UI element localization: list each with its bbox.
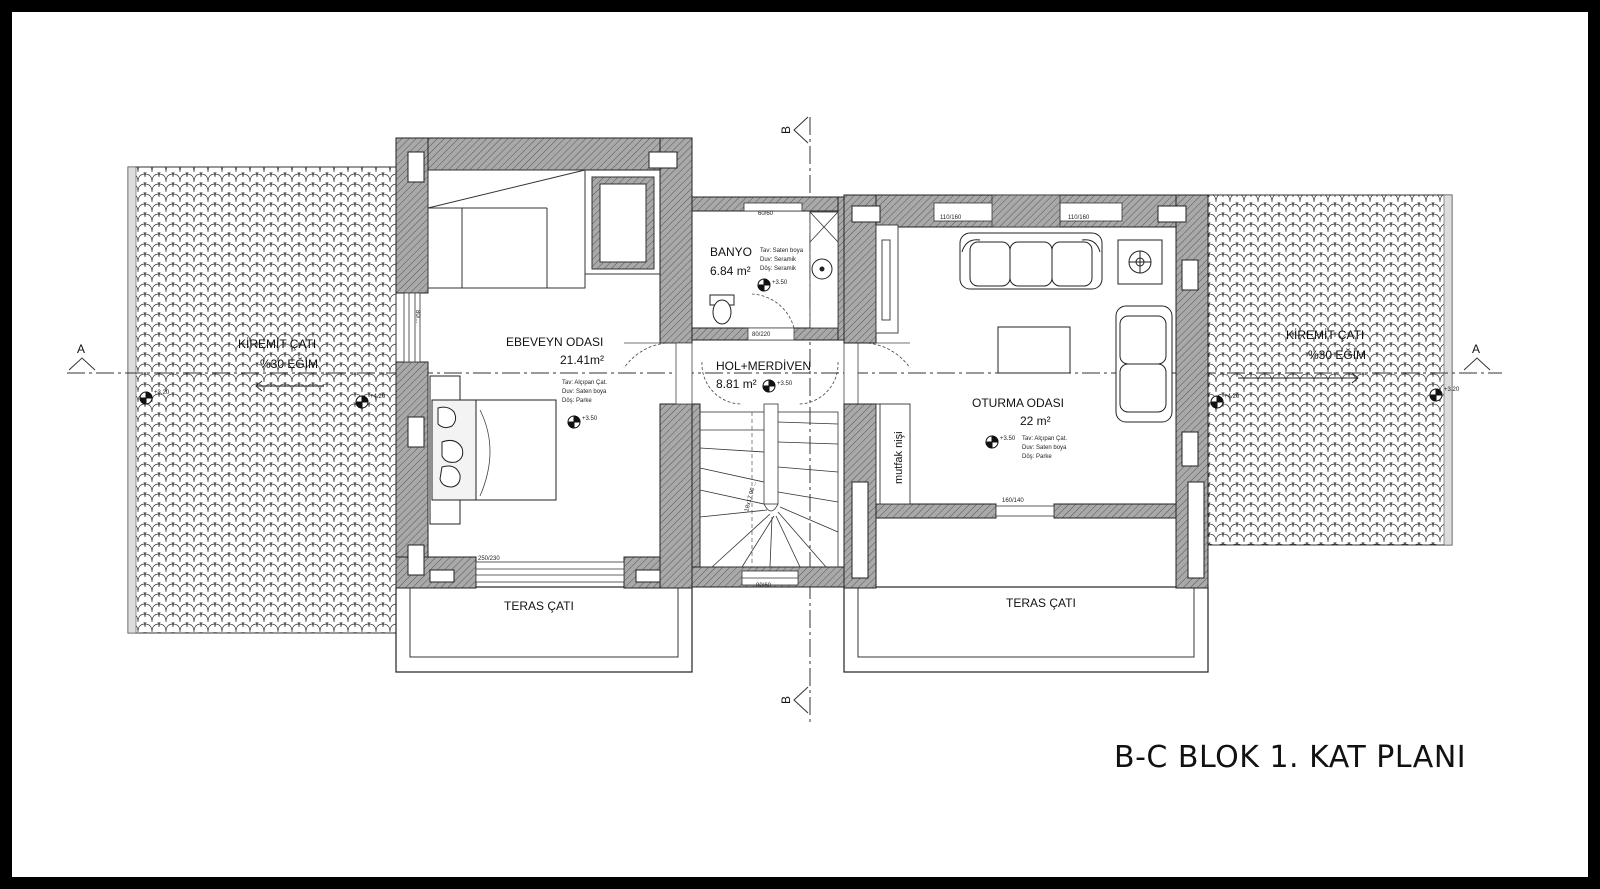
right-block-walls — [843, 194, 1209, 589]
ebeveyn-area: 21.41m² — [560, 353, 604, 367]
left-terrace-label: TERAS ÇATI — [504, 599, 574, 613]
left-block-columns — [407, 151, 678, 583]
banyo-note-3: Döş: Seramik — [760, 266, 797, 272]
ebeveyn-name: EBEVEYN ODASI — [506, 335, 603, 349]
section-b-top: B — [779, 126, 793, 134]
banyo-area: 6.84 m² — [710, 264, 751, 278]
oturma-top-windows — [933, 194, 1123, 228]
elevation-markers — [139, 278, 1443, 449]
section-a-left: A — [77, 342, 85, 356]
side-table — [1117, 239, 1163, 285]
left-block-walls — [395, 137, 693, 589]
floor-plan: KİREMİT ÇATI %30 EĞİM KİREMİT ÇATI %30 E… — [67, 116, 1502, 722]
left-roof-slope: %30 EĞİM — [260, 356, 318, 371]
right-tile-roof — [1207, 194, 1453, 546]
ebeveyn-note-3: Döş: Parke — [562, 398, 592, 404]
sink — [811, 258, 833, 280]
window-label-banyo-top: 60/60 — [758, 211, 774, 217]
window-label-ebeveyn-bottom: 250/230 — [478, 556, 500, 562]
staircase — [699, 403, 839, 568]
section-a-right: A — [1472, 342, 1480, 356]
hol-bottom-window — [741, 570, 799, 586]
right-block-columns — [851, 205, 1205, 579]
section-b-bottom: B — [779, 696, 793, 704]
oturma-area: 22 m² — [1020, 414, 1051, 428]
left-side-window — [403, 292, 421, 363]
slope-arrow-right — [1238, 372, 1359, 384]
window-label-oturma-top-2: 110/160 — [1068, 215, 1090, 221]
slope-arrow-left — [255, 380, 324, 392]
window-label-ebeveyn-side: 80/... — [414, 310, 420, 324]
plan-title: B-C BLOK 1. KAT PLANI — [1114, 740, 1467, 775]
sofa-top — [959, 232, 1103, 290]
oturma-note-3: Döş: Parke — [1022, 454, 1052, 460]
wardrobe — [427, 169, 660, 289]
ebeveyn-note-2: Duv: Saten boya — [562, 389, 607, 395]
bed — [429, 375, 557, 525]
hol-elev: +3.50 — [777, 381, 793, 387]
ebeveyn-note-1: Tav: Alçıpan Çat. — [562, 380, 607, 386]
mutfak-nisi — [875, 224, 911, 505]
hol-name: HOL+MERDİVEN — [716, 359, 811, 373]
elev-far-right: +3.20 — [1444, 387, 1460, 393]
toilet — [709, 294, 735, 325]
mutfak-label: mutfak nişi — [893, 431, 905, 484]
left-tile-roof — [127, 166, 397, 634]
elev-left-inner: +4.20 — [370, 394, 386, 400]
window-label-oturma-bottom: 160/140 — [1002, 498, 1024, 504]
stair-label: 18x17.00 ... — [744, 480, 758, 512]
left-roof-label: KİREMİT ÇATI — [238, 337, 316, 351]
ebeveyn-bottom-window — [475, 561, 625, 583]
banyo-elev: +3.50 — [772, 280, 788, 286]
window-label-banyo-bottom: 80/220 — [752, 332, 771, 338]
oturma-note-1: Tav: Alçıpan Çat. — [1022, 436, 1067, 442]
hol-area: 8.81 m² — [716, 377, 757, 391]
right-roof-label: KİREMİT ÇATI — [1286, 328, 1364, 342]
ebeveyn-elev: +3.50 — [582, 416, 598, 422]
oturma-elev: +3.50 — [1000, 436, 1016, 442]
left-terrace — [395, 586, 693, 673]
right-terrace — [843, 586, 1209, 673]
oturma-door — [843, 342, 911, 405]
banyo-door — [747, 293, 795, 341]
banyo-note-2: Duv: Seramik — [760, 257, 797, 263]
oturma-name: OTURMA ODASI — [972, 396, 1064, 410]
window-label-hol-bottom: 80/60 — [756, 583, 772, 589]
banyo-name: BANYO — [710, 245, 752, 259]
banyo-top-window — [743, 202, 803, 212]
sofa-right — [1115, 305, 1173, 423]
ebeveyn-door — [623, 342, 693, 405]
oturma-note-2: Duv: Saten boya — [1022, 445, 1067, 451]
coffee-table — [997, 326, 1071, 374]
oturma-bottom-window — [995, 505, 1055, 517]
window-label-oturma-top-1: 110/160 — [940, 215, 962, 221]
drawing-frame: KİREMİT ÇATI %30 EĞİM KİREMİT ÇATI %30 E… — [12, 12, 1588, 877]
right-roof-slope: %30 EĞİM — [1308, 347, 1366, 362]
right-terrace-label: TERAS ÇATI — [1006, 596, 1076, 610]
elev-right-inner: +4.20 — [1224, 394, 1240, 400]
section-line-a — [67, 357, 1502, 374]
hall-arch-left — [701, 361, 839, 405]
elev-far-left: +3.20 — [154, 390, 170, 396]
banyo-note-1: Tav: Saten boya — [760, 248, 804, 254]
